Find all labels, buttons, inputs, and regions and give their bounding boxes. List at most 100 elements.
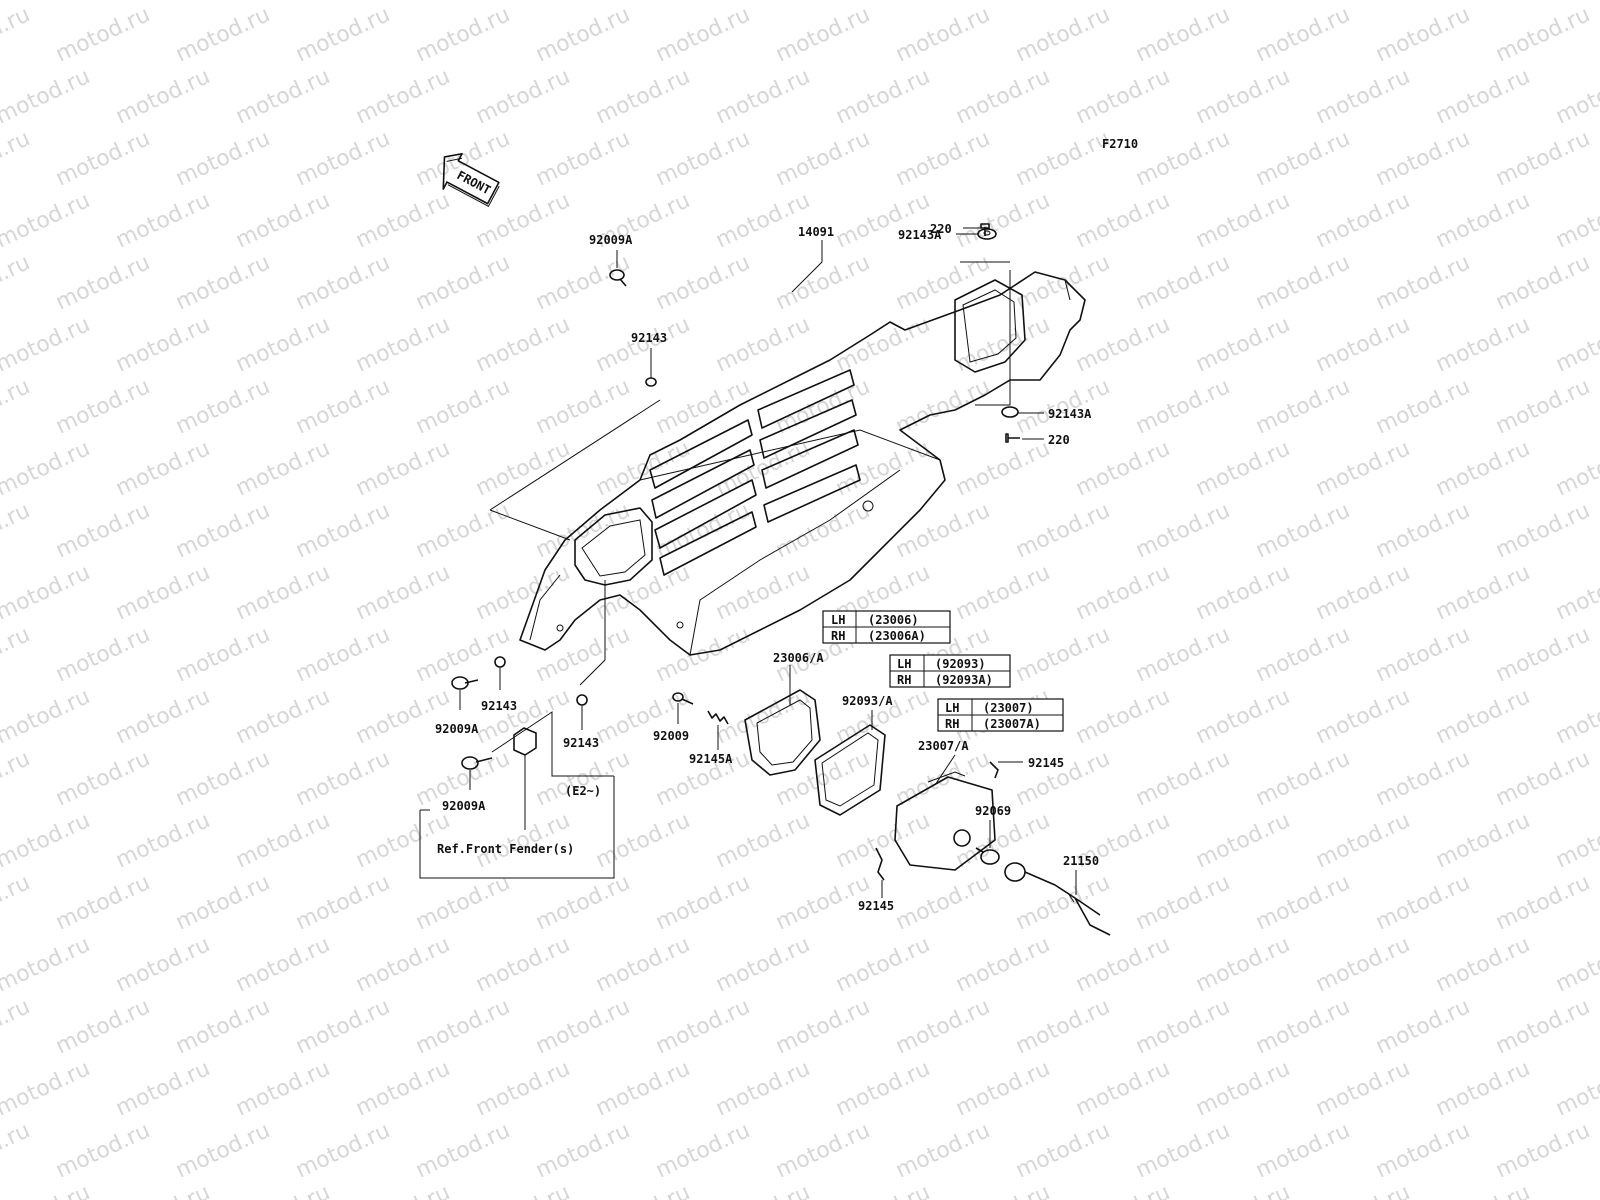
watermark-text: motod.ru (1552, 188, 1600, 253)
watermark-text: motod.ru (1432, 560, 1534, 625)
watermark-text: motod.ru (1312, 0, 1414, 5)
watermark-text: motod.ru (1432, 932, 1534, 997)
watermark-text: motod.ru (232, 312, 334, 377)
watermark-text: motod.ru (52, 126, 154, 191)
watermark-text: motod.ru (1192, 808, 1294, 873)
watermark-text: motod.ru (112, 932, 214, 997)
watermark-text: motod.ru (292, 870, 394, 935)
bolt-92009A-bottom (461, 756, 493, 770)
watermark-text: motod.ru (1312, 684, 1414, 749)
watermark-text: motod.ru (0, 126, 34, 191)
watermark-text: motod.ru (352, 188, 454, 253)
watermark-text: motod.ru (172, 374, 274, 439)
watermark-text: motod.ru (172, 622, 274, 687)
watermark-text: motod.ru (112, 0, 214, 5)
watermark-text: motod.ru (1312, 1180, 1414, 1200)
watermark-text: motod.ru (1192, 1056, 1294, 1121)
watermark-text: motod.ru (0, 374, 34, 439)
watermark-text: motod.ru (532, 2, 634, 67)
watermark-text: motod.ru (1072, 64, 1174, 129)
watermark-text: motod.ru (952, 1056, 1054, 1121)
watermark-text: motod.ru (1072, 560, 1174, 625)
socket-harness-21150 (1004, 862, 1111, 936)
watermark-text: motod.ru (1012, 1118, 1114, 1183)
variant-side: RH (831, 629, 845, 643)
watermark-text: motod.ru (472, 188, 574, 253)
variant-part: (92093) (935, 657, 986, 671)
washer-92143-left (494, 656, 506, 668)
watermark-text: motod.ru (832, 312, 934, 377)
watermark-text: motod.ru (1132, 622, 1234, 687)
watermark-text: motod.ru (592, 0, 694, 5)
watermark-text: motod.ru (712, 560, 814, 625)
callout-23007A: 23007/A (918, 739, 969, 753)
lens-holder-23006A (744, 689, 821, 776)
watermark-text: motod.ru (1072, 436, 1174, 501)
variant-part: (92093A) (935, 673, 993, 687)
watermark-text: motod.ru (592, 436, 694, 501)
watermark-text: motod.ru (1192, 188, 1294, 253)
watermark-text: motod.ru (892, 2, 994, 67)
callout-92145-right: 92145 (1028, 756, 1064, 770)
reference-lines (489, 261, 1011, 686)
watermark-text: motod.ru (0, 1118, 34, 1183)
watermark-text: motod.ru (1432, 64, 1534, 129)
watermark-text: motod.ru (712, 684, 814, 749)
watermark-text: motod.ru (772, 250, 874, 315)
washer-92143-mid (576, 694, 588, 706)
cowling-louvres (649, 369, 861, 576)
watermark-text: motod.ru (1552, 436, 1600, 501)
watermark-text: motod.ru (1132, 746, 1234, 811)
bolt-92009A-left (451, 676, 479, 690)
watermark-text: motod.ru (892, 498, 994, 563)
watermark-text: motod.ru (1252, 622, 1354, 687)
watermark-text: motod.ru (292, 250, 394, 315)
watermark-text: motod.ru (1252, 374, 1354, 439)
variant-part: (23006) (868, 613, 919, 627)
callout-92145-bottom: 92145 (858, 899, 894, 913)
watermark-text: motod.ru (472, 1180, 574, 1200)
watermark-text: motod.ru (1492, 622, 1594, 687)
watermark-text: motod.ru (532, 994, 634, 1059)
watermark-text: motod.ru (592, 808, 694, 873)
watermark-text: motod.ru (652, 2, 754, 67)
variant-side: RH (945, 717, 959, 731)
watermark-text: motod.ru (712, 932, 814, 997)
watermark-text: motod.ru (532, 126, 634, 191)
watermark-text: motod.ru (52, 1118, 154, 1183)
watermark-text: motod.ru (292, 746, 394, 811)
watermark-text: motod.ru (232, 932, 334, 997)
watermark-text: motod.ru (112, 1180, 214, 1200)
variant-part: (23006A) (868, 629, 926, 643)
watermark-text: motod.ru (0, 64, 94, 129)
watermark-text: motod.ru (112, 64, 214, 129)
watermark-text: motod.ru (1492, 746, 1594, 811)
watermark-text: motod.ru (1192, 932, 1294, 997)
watermark-text: motod.ru (1552, 932, 1600, 997)
watermark-text: motod.ru (1552, 312, 1600, 377)
washer-92143A-right (1001, 406, 1019, 418)
watermark-text: motod.ru (292, 1118, 394, 1183)
watermark-text: motod.ru (772, 1118, 874, 1183)
callout-92093A: 92093/A (842, 694, 893, 708)
callout-92143-top: 92143 (631, 331, 667, 345)
clip-92145-bottom (875, 847, 885, 881)
watermark-text: motod.ru (952, 560, 1054, 625)
watermark-text: motod.ru (1252, 746, 1354, 811)
watermark-text: motod.ru (772, 994, 874, 1059)
watermark-text: motod.ru (532, 374, 634, 439)
watermark-text: motod.ru (0, 1056, 94, 1121)
watermark-text: motod.ru (0, 436, 94, 501)
watermark-text: motod.ru (0, 312, 94, 377)
watermark-text: motod.ru (52, 622, 154, 687)
front-arrow-label: FRONT (455, 168, 493, 197)
watermark-text: motod.ru (1432, 1056, 1534, 1121)
clip-92145-right (989, 761, 999, 779)
watermark-text: motod.ru (1252, 250, 1354, 315)
watermark-text: motod.ru (232, 684, 334, 749)
watermark-text: motod.ru (1072, 312, 1174, 377)
watermark-text: motod.ru (1252, 994, 1354, 1059)
watermark-text: motod.ru (1192, 560, 1294, 625)
watermark-text: motod.ru (532, 746, 634, 811)
